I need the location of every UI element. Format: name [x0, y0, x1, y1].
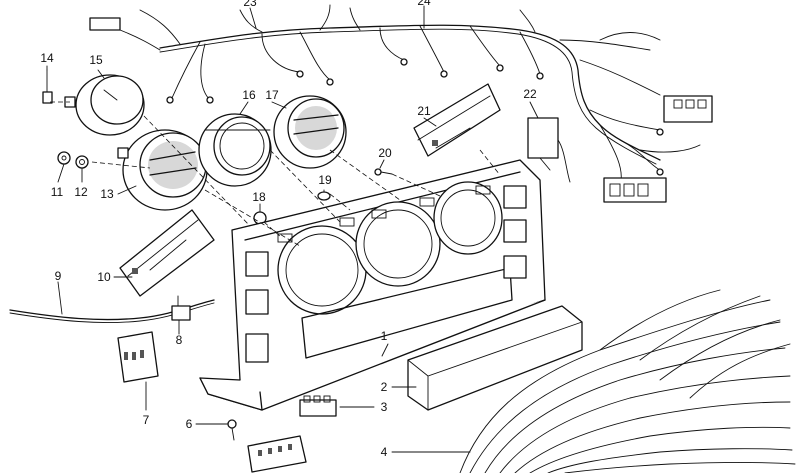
circuit-board-21: [413, 83, 501, 157]
part-11-nut: [57, 151, 71, 165]
callout-labels: 1 2 3 4 6 7 8 9 10 11 12 13 14 15 16 17 …: [40, 0, 537, 459]
callout-1: 1: [381, 329, 388, 343]
part-20-screw: [374, 168, 393, 176]
part-14-bulb-socket: [42, 69, 53, 104]
gauge-17: [273, 95, 347, 169]
callout-13: 13: [100, 187, 114, 201]
callout-9: 9: [55, 269, 62, 283]
screw-6: [227, 419, 237, 441]
callout-4: 4: [381, 445, 388, 459]
gauge-15: [64, 74, 145, 136]
callout-18: 18: [252, 190, 266, 204]
switch-8: [171, 295, 191, 321]
circuit-board-10: [119, 209, 215, 297]
part-22-relay: [527, 117, 571, 183]
callout-24: 24: [417, 0, 431, 8]
wiring-harness: [89, 4, 713, 203]
callout-20: 20: [378, 146, 392, 160]
callout-21: 21: [417, 104, 431, 118]
callout-19: 19: [318, 173, 332, 187]
callout-22: 22: [523, 87, 537, 101]
callout-14: 14: [40, 51, 54, 65]
callout-11: 11: [51, 185, 64, 199]
gauge-16: [198, 113, 272, 187]
terminal-block: [247, 435, 307, 473]
callout-15: 15: [89, 53, 103, 67]
callout-7: 7: [143, 413, 150, 427]
callout-2: 2: [381, 380, 388, 394]
callout-10: 10: [97, 270, 111, 284]
leader-lines: [46, 5, 539, 453]
callout-12: 12: [74, 185, 88, 199]
connector-3: [299, 395, 337, 417]
callout-6: 6: [186, 417, 193, 431]
part-12-washer: [75, 155, 89, 169]
instrument-housing-1: [199, 159, 546, 411]
callout-23: 23: [243, 0, 257, 9]
printed-board-7: [117, 331, 159, 383]
gauge-13: [117, 129, 208, 211]
part-19-bulb: [317, 191, 331, 201]
callout-16: 16: [242, 88, 256, 102]
cover-panel-2: [407, 305, 583, 411]
wire-bundle-4: [459, 289, 796, 473]
callout-3: 3: [381, 400, 388, 414]
callout-17: 17: [265, 88, 279, 102]
assembly-guide-lines: [50, 101, 501, 247]
callout-8: 8: [176, 333, 183, 347]
